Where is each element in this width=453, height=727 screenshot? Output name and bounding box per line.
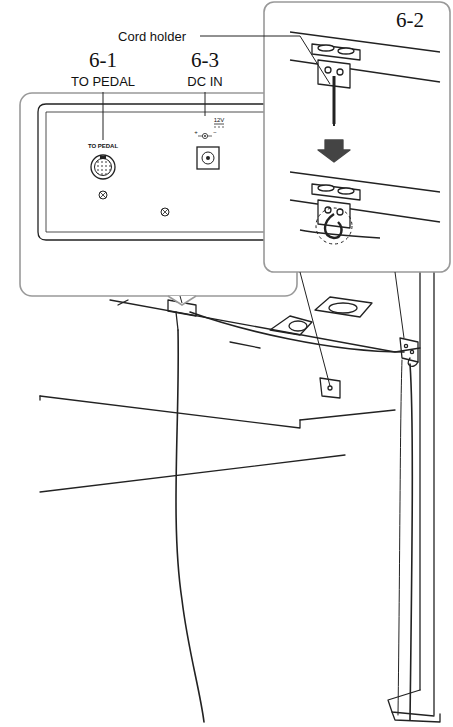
callout-number: 6-1 [89,50,117,71]
cable [176,312,412,722]
polarity-mark: − [213,129,217,135]
leader-line [180,36,404,386]
panel-marking: 12V [214,117,225,123]
jack-panel-inset [20,93,297,305]
panel-marking: TO PEDAL [88,143,118,149]
cord-holder-inset [264,2,450,272]
part-name: Cord holder [118,30,186,43]
polarity-mark: + [194,129,198,135]
callout-number: 6-2 [396,10,424,31]
jack-name: TO PEDAL [71,75,135,88]
line-art [40,262,440,722]
callout-number: 6-3 [191,50,219,71]
jack-name: DC IN [187,75,222,88]
leader-line [103,92,205,140]
